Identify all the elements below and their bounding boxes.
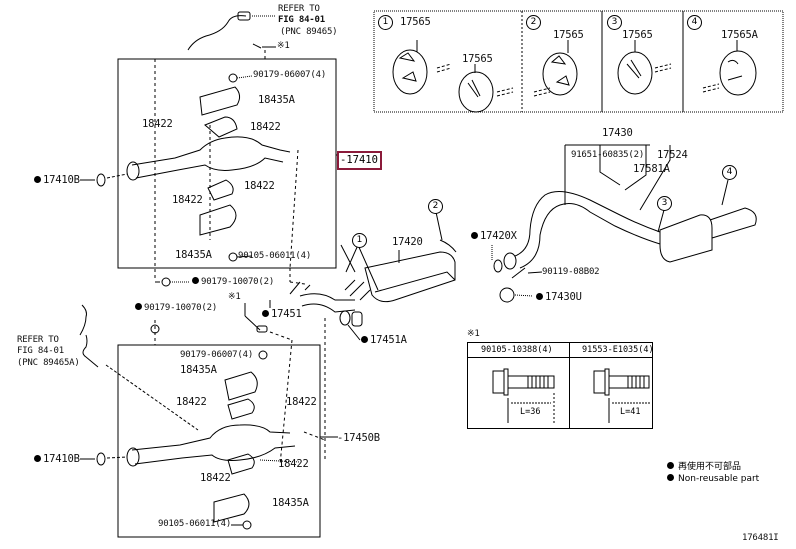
part-18422-upper-lower-right[interactable]: 18422 [244, 180, 275, 192]
part-17565-panel1a[interactable]: 17565 [400, 16, 431, 28]
fig-ref-link-top[interactable]: FIG 84-01 [278, 15, 325, 25]
spec-length-1: L=36 [520, 407, 541, 417]
part-18435a-upper-top[interactable]: 18435A [258, 94, 295, 106]
part-18422-lower-right[interactable]: 18422 [286, 396, 317, 408]
part-18422-upper-right[interactable]: 18422 [250, 121, 281, 133]
part-18422-upper-lower-left[interactable]: 18422 [172, 194, 203, 206]
part-17410b-upper[interactable]: 17410B [34, 174, 80, 186]
center-muffler [364, 251, 456, 303]
part-18422-lower-lower-right[interactable]: 18422 [278, 458, 309, 470]
pnc-ref-top: (PNC 89465) [280, 27, 338, 37]
part-17430[interactable]: 17430 [602, 127, 633, 139]
part-90105-06011-upper[interactable]: 90105-06011(4) [238, 251, 312, 261]
part-18422-lower-lower-left[interactable]: 18422 [200, 472, 231, 484]
front-pipe-lower [131, 424, 291, 451]
part-17410b-lower[interactable]: 17410B [34, 453, 80, 465]
part-17565-panel1b[interactable]: 17565 [462, 53, 493, 65]
callout-circle-4[interactable]: 4 [687, 15, 702, 30]
part-90179-10070-left[interactable]: 90179-10070(2) [135, 303, 217, 314]
callout-circle-1[interactable]: 1 [378, 15, 393, 30]
legend-item-en: Non-reusable part [667, 473, 759, 485]
callout-4-main[interactable]: 4 [722, 165, 737, 180]
part-17451a[interactable]: 17451A [361, 334, 407, 346]
part-17430u[interactable]: 17430U [536, 291, 582, 303]
spec-part-2[interactable]: 91553-E1035(4) [582, 345, 654, 355]
hanger-2 [542, 52, 578, 96]
spec-length-2: L=41 [620, 407, 641, 417]
heat-insulator-lower [199, 204, 237, 236]
callout-circle-3[interactable]: 3 [607, 15, 622, 30]
part-18435a-upper-bottom[interactable]: 18435A [175, 249, 212, 261]
fig-ref-link-bottom[interactable]: FIG 84-01 [17, 346, 64, 356]
part-91651-60835[interactable]: 91651-60835(2) [571, 150, 645, 160]
rear-muffler [659, 214, 713, 263]
o2-sensor-harness-top [187, 15, 247, 51]
bolt-illustrations [492, 368, 650, 423]
hanger-1b [458, 71, 494, 113]
flex-pipe [299, 293, 355, 301]
o2-sensor-harness-bottom [79, 304, 99, 368]
part-18435a-lower-top[interactable]: 18435A [180, 364, 217, 376]
part-90105-06011-lower[interactable]: 90105-06011(4) [158, 519, 232, 529]
legend: 再使用不可部品 Non-reusable part [667, 461, 759, 485]
callout-3-main[interactable]: 3 [657, 196, 672, 211]
part-18422-upper-left[interactable]: 18422 [142, 118, 173, 130]
highlighted-part-17410[interactable]: -17410 [337, 151, 382, 170]
front-pipe-upper [131, 136, 291, 166]
refer-to-label-top: REFER TO [278, 4, 320, 14]
part-90179-06007-upper[interactable]: 90179-06007(4) [253, 70, 327, 80]
hanger-4 [719, 50, 757, 96]
part-17581a[interactable]: 17581A [633, 163, 670, 175]
part-17565-panel3[interactable]: 17565 [622, 29, 653, 41]
bolt-spec-table: 90105-10388(4) 91553-E1035(4) L=36 L=41 [467, 342, 654, 429]
inset-frame [373, 10, 784, 113]
part-17565-panel2[interactable]: 17565 [553, 29, 584, 41]
callout-1-main[interactable]: 1 [352, 233, 367, 248]
part-90119-08b02[interactable]: 90119-08B02 [542, 267, 600, 277]
lower-assembly-box [117, 344, 321, 538]
hanger-1a [392, 49, 428, 95]
part-90179-06007-lower[interactable]: 90179-06007(4) [180, 350, 254, 360]
part-17565a-panel4[interactable]: 17565A [721, 29, 758, 41]
tailpipe-leader-lines [564, 144, 671, 211]
part-18435a-lower-bottom[interactable]: 18435A [272, 497, 309, 509]
part-17451[interactable]: 17451 [262, 308, 302, 320]
part-17420x[interactable]: 17420X [471, 230, 517, 242]
note-mark-middle: ※1 [228, 292, 241, 302]
heat-insulator-upper [204, 116, 238, 138]
figure-id: 176481I [742, 533, 779, 543]
legend-item-jp: 再使用不可部品 [667, 461, 759, 473]
note-mark-top: ※1 [277, 41, 290, 51]
part-17524[interactable]: 17524 [657, 149, 688, 161]
refer-to-label-bottom: REFER TO [17, 335, 59, 345]
spec-part-1[interactable]: 90105-10388(4) [481, 345, 553, 355]
part-90179-10070-top[interactable]: 90179-10070(2) [192, 277, 274, 288]
upper-assembly-box [117, 58, 337, 269]
part-17450b[interactable]: -17450B [337, 432, 380, 444]
callout-circle-2[interactable]: 2 [526, 15, 541, 30]
part-18422-lower-left[interactable]: 18422 [176, 396, 207, 408]
part-17420[interactable]: 17420 [392, 236, 423, 248]
rear-pipe [514, 190, 661, 257]
callout-2-main[interactable]: 2 [428, 199, 443, 214]
pnc-ref-bottom: (PNC 89465A) [17, 358, 80, 368]
spec-table-note-mark: ※1 [467, 329, 480, 339]
